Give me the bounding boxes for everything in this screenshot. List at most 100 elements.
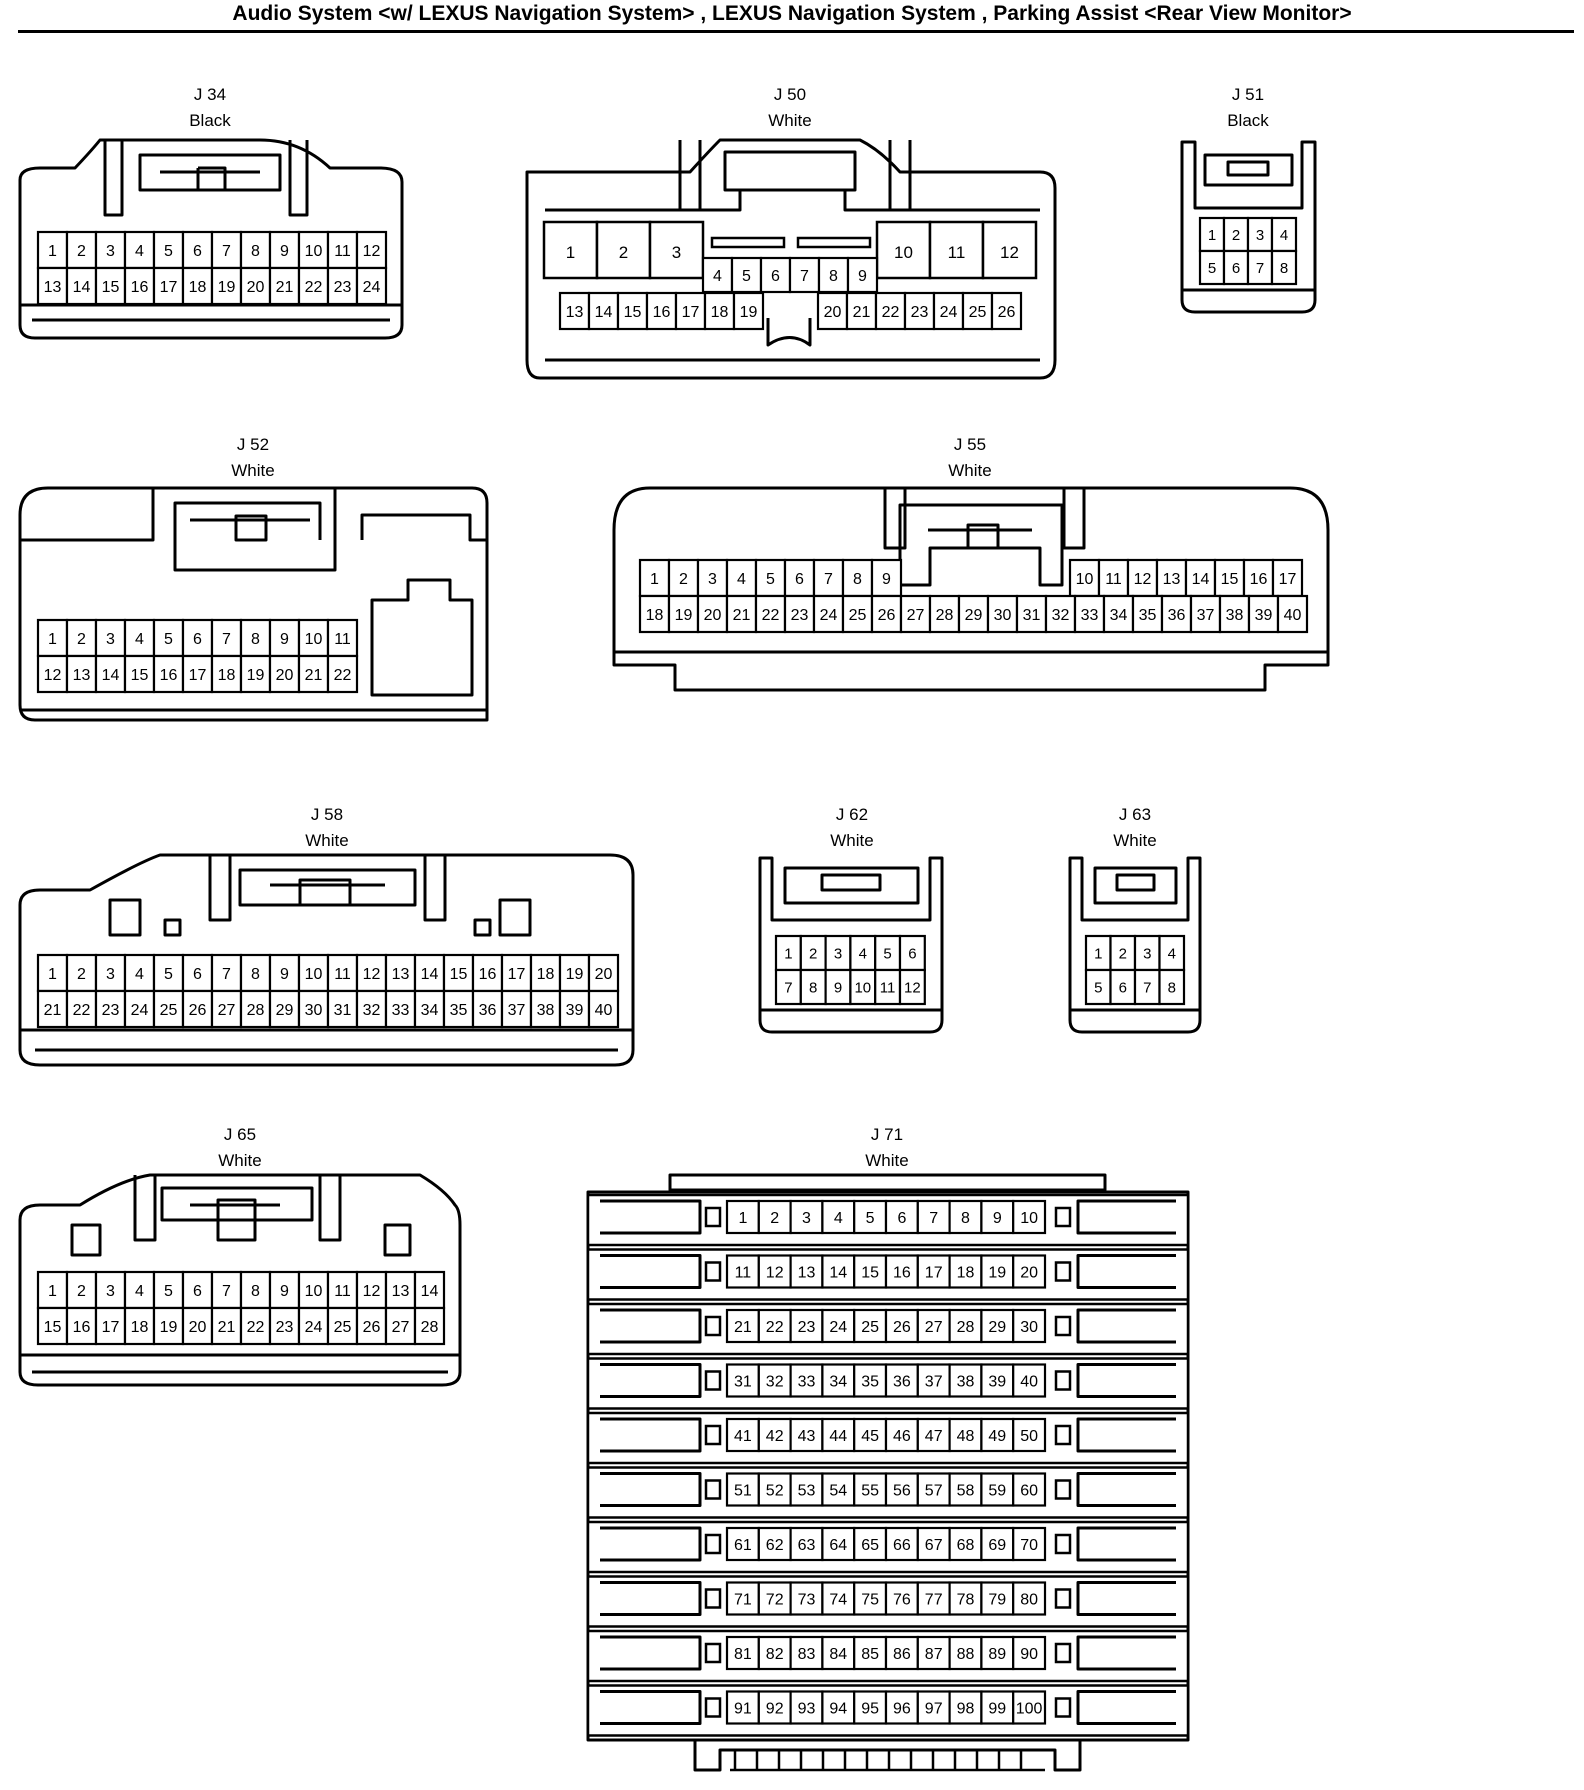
- pin-cavity: 25: [841, 594, 874, 634]
- pin-cavity: 11: [874, 968, 902, 1006]
- connector-label: J 62: [836, 805, 868, 824]
- pin-cavity: 12: [981, 220, 1038, 280]
- pin-cavity: 19: [152, 1306, 185, 1346]
- pin-cavity: 10: [849, 968, 877, 1006]
- row-latch: [600, 1472, 702, 1507]
- pin-cell: [821, 1690, 856, 1725]
- pin-cell: [297, 618, 330, 658]
- end-key: [1054, 1315, 1072, 1337]
- pin-number: 14: [102, 667, 120, 684]
- pin-number: 26: [363, 1319, 381, 1336]
- pin-number: 5: [164, 966, 173, 983]
- pin-cavity: 90: [1012, 1635, 1047, 1671]
- pin-number: 11: [880, 979, 896, 996]
- pin-cell: [961, 291, 994, 331]
- pin-cavity: 73: [789, 1581, 824, 1616]
- pin-cavity: 52: [757, 1472, 792, 1507]
- pin-cavity: 4: [123, 1270, 156, 1310]
- pin-cell: [210, 618, 243, 658]
- pin-number: 15: [131, 667, 149, 684]
- row-latch: [1076, 1308, 1176, 1344]
- pin-cavity: 5: [754, 558, 787, 598]
- pin-cavity: 7: [1246, 249, 1274, 286]
- pin-number: 50: [1020, 1428, 1038, 1445]
- pin-cavity: 64: [821, 1526, 856, 1562]
- pin-cavity: 36: [471, 989, 504, 1029]
- pin-cavity: 20: [696, 594, 729, 634]
- pin-number: 10: [1076, 571, 1094, 588]
- pin-cavity: 23: [789, 1308, 824, 1344]
- pin-cavity: 49: [980, 1417, 1015, 1453]
- pin-number: 29: [276, 1002, 294, 1019]
- pin-number: 34: [421, 1002, 439, 1019]
- pin-cavity: 11: [725, 1254, 760, 1289]
- pin-number: 15: [102, 279, 120, 296]
- connector-label: J 51: [1232, 85, 1264, 104]
- pin-number: 22: [334, 667, 352, 684]
- pin-number: 1: [1094, 945, 1102, 962]
- pin-number: 24: [829, 1319, 847, 1336]
- pin-cavity: 22: [874, 291, 907, 331]
- housing-outline: [612, 486, 1330, 692]
- pin-number: 48: [957, 1428, 975, 1445]
- pin-number: 65: [861, 1537, 879, 1554]
- pin-cell: [1218, 594, 1251, 634]
- pin-cavity: 12: [757, 1254, 792, 1289]
- pin-cavity: 97: [916, 1690, 951, 1725]
- pin-cavity: 4: [123, 618, 156, 658]
- pin-cell: [1158, 968, 1186, 1006]
- pin-number: 10: [305, 243, 323, 260]
- pin-cavity: 28: [413, 1306, 446, 1346]
- pin-cavity: 6: [783, 558, 816, 598]
- end-key: [1054, 1479, 1072, 1500]
- pin-cavity: 96: [884, 1690, 919, 1725]
- pin-cavity: 20: [268, 654, 301, 694]
- pin-cell: [65, 230, 98, 270]
- connector-label: J 34: [194, 85, 226, 104]
- housing-outline: [525, 138, 1057, 380]
- pin-cavity: 78: [948, 1581, 983, 1616]
- pin-cavity: 77: [916, 1581, 951, 1616]
- pin-cell: [413, 1270, 446, 1310]
- pin-cell: [181, 266, 214, 306]
- pin-cavity: 6: [181, 230, 214, 270]
- pin-number: 11: [334, 631, 351, 648]
- row-latch: [1076, 1690, 1176, 1725]
- pin-cell: [757, 1635, 792, 1671]
- pin-cavity: 2: [1109, 934, 1137, 972]
- pin-cell: [948, 1472, 983, 1507]
- pin-cell: [326, 989, 359, 1029]
- pin-number: 13: [44, 279, 62, 296]
- pin-cavity: 22: [297, 266, 330, 306]
- pin-cavity: 8: [841, 558, 874, 598]
- pin-number: 88: [957, 1646, 975, 1663]
- pin-cavity: 7: [812, 558, 845, 598]
- pin-cavity: 1: [36, 618, 69, 658]
- pin-cell: [36, 989, 69, 1029]
- pin-cavity: 2: [65, 953, 98, 993]
- pin-number: 30: [1020, 1319, 1038, 1336]
- row-latch: [1076, 1254, 1176, 1289]
- pin-number: 25: [160, 1002, 178, 1019]
- key-slot: [796, 236, 872, 249]
- pin-cell: [239, 953, 272, 993]
- connector-label: J 55: [954, 435, 986, 454]
- pin-cavity: 13: [1155, 558, 1188, 598]
- pin-cell: [898, 934, 926, 972]
- pin-number: 28: [936, 607, 954, 624]
- pin-cell: [948, 1254, 983, 1289]
- pin-cell: [821, 1308, 856, 1344]
- pin-number: 2: [77, 243, 86, 260]
- pin-cavity: 58: [948, 1472, 983, 1507]
- pin-cavity: 34: [821, 1363, 856, 1398]
- pin-number: 28: [957, 1319, 975, 1336]
- pin-number: 10: [1020, 1210, 1038, 1227]
- pin-cavity: 13: [558, 291, 591, 331]
- pin-number: 16: [653, 304, 671, 321]
- pin-number: 46: [893, 1428, 911, 1445]
- end-key: [704, 1370, 722, 1391]
- pin-number: 17: [682, 304, 700, 321]
